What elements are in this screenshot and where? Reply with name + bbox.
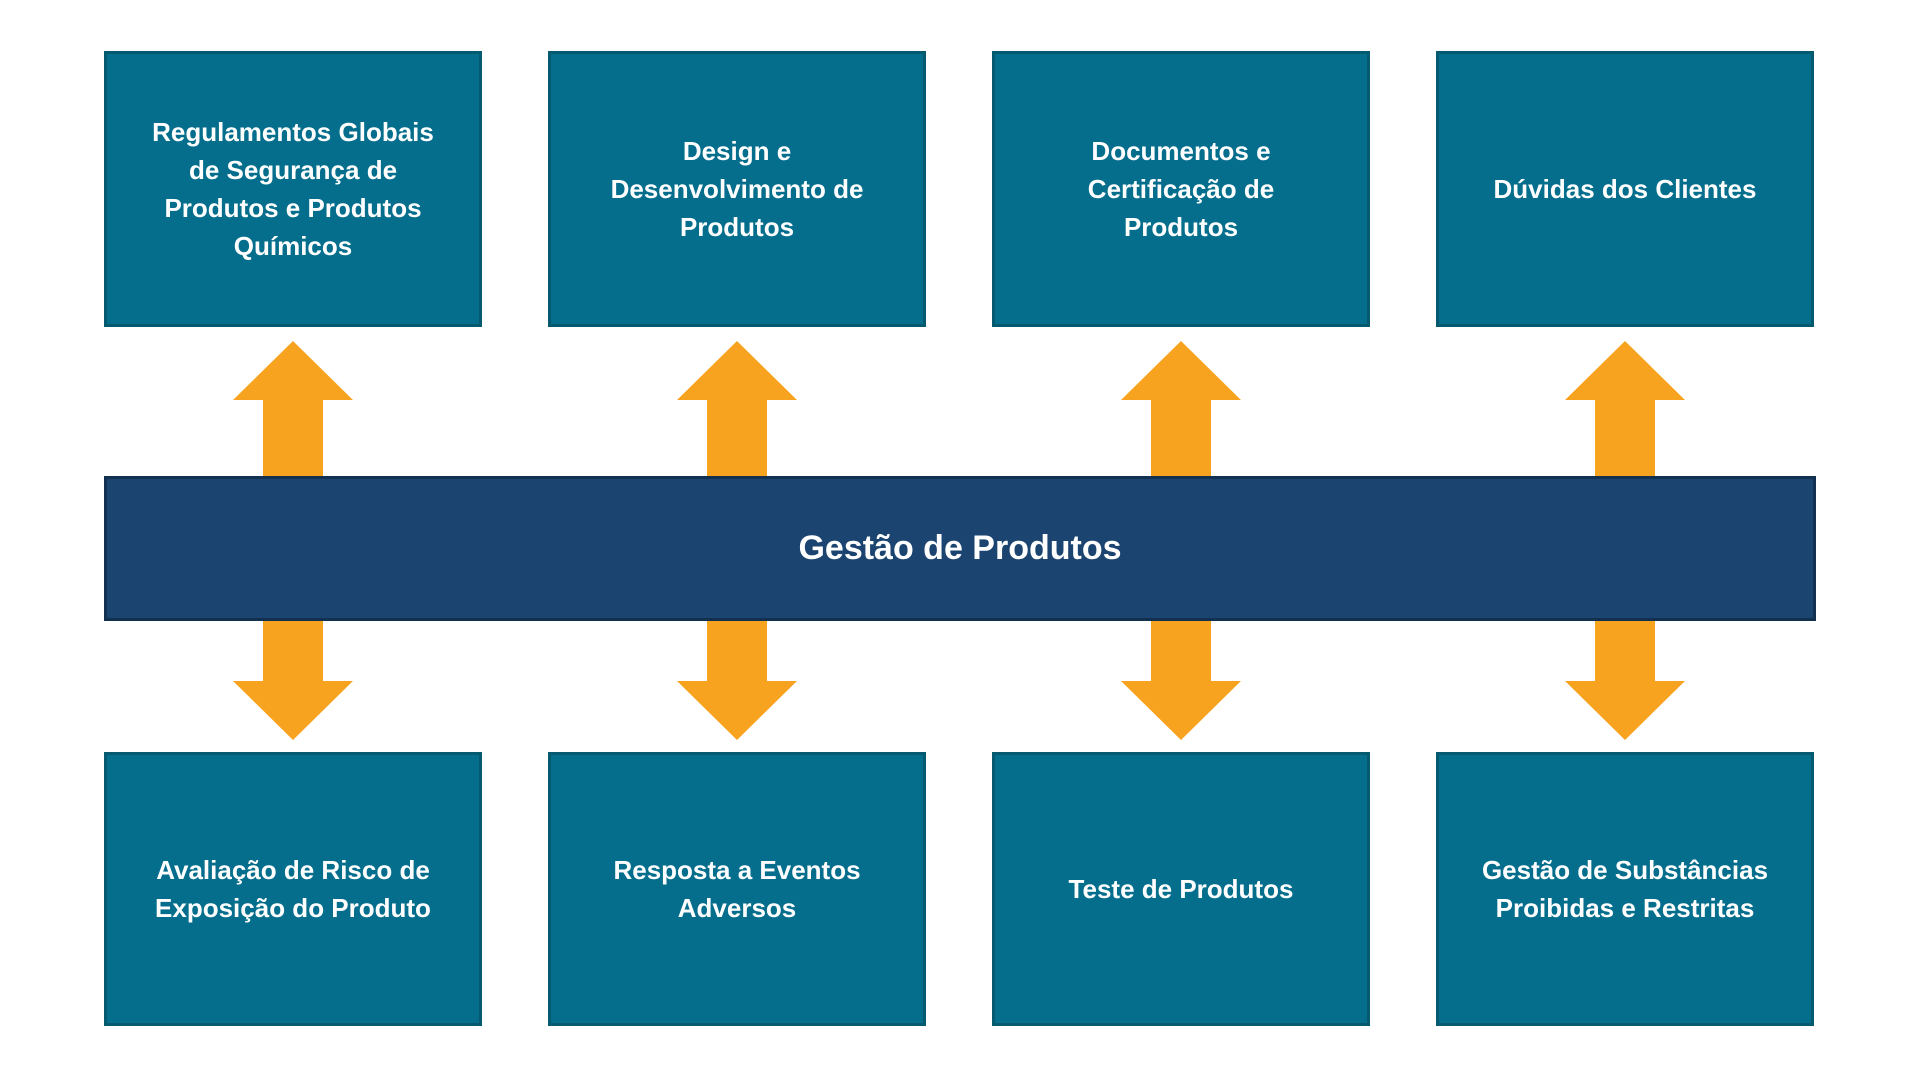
node-design-desenvolvimento: Design e Desenvolvimento de Produtos <box>548 51 926 327</box>
node-label: Gestão de Substâncias Proibidas e Restri… <box>1481 855 1769 923</box>
node-label: Regulamentos Globais de Segurança de Pro… <box>152 117 434 261</box>
up-arrow-icon <box>1565 341 1685 476</box>
node-regulamentos-globais: Regulamentos Globais de Segurança de Pro… <box>104 51 482 327</box>
down-arrow-icon <box>677 621 797 740</box>
up-arrow-icon <box>677 341 797 476</box>
node-label: Teste de Produtos <box>1068 874 1294 904</box>
down-arrow-icon <box>233 621 353 740</box>
node-resposta-eventos: Resposta a Eventos Adversos <box>548 752 926 1026</box>
center-bar-label: Gestão de Produtos <box>798 529 1122 567</box>
node-documentos-certificacao: Documentos e Certificação de Produtos <box>992 51 1370 327</box>
node-label: Avaliação de Risco de Exposição do Produ… <box>155 855 431 923</box>
node-label: Dúvidas dos Clientes <box>1493 174 1757 204</box>
node-duvidas-clientes: Dúvidas dos Clientes <box>1436 51 1814 327</box>
node-avaliacao-risco: Avaliação de Risco de Exposição do Produ… <box>104 752 482 1026</box>
down-arrow-icon <box>1565 621 1685 740</box>
node-teste-produtos: Teste de Produtos <box>992 752 1370 1026</box>
node-gestao-substancias: Gestão de Substâncias Proibidas e Restri… <box>1436 752 1814 1026</box>
node-label: Documentos e Certificação de Produtos <box>1087 136 1275 242</box>
node-label: Design e Desenvolvimento de Produtos <box>610 136 864 242</box>
down-arrow-icon <box>1121 621 1241 740</box>
up-arrow-icon <box>233 341 353 476</box>
node-label: Resposta a Eventos Adversos <box>613 855 861 923</box>
center-bar-gestao-de-produtos: Gestão de Produtos <box>104 476 1816 621</box>
up-arrow-icon <box>1121 341 1241 476</box>
